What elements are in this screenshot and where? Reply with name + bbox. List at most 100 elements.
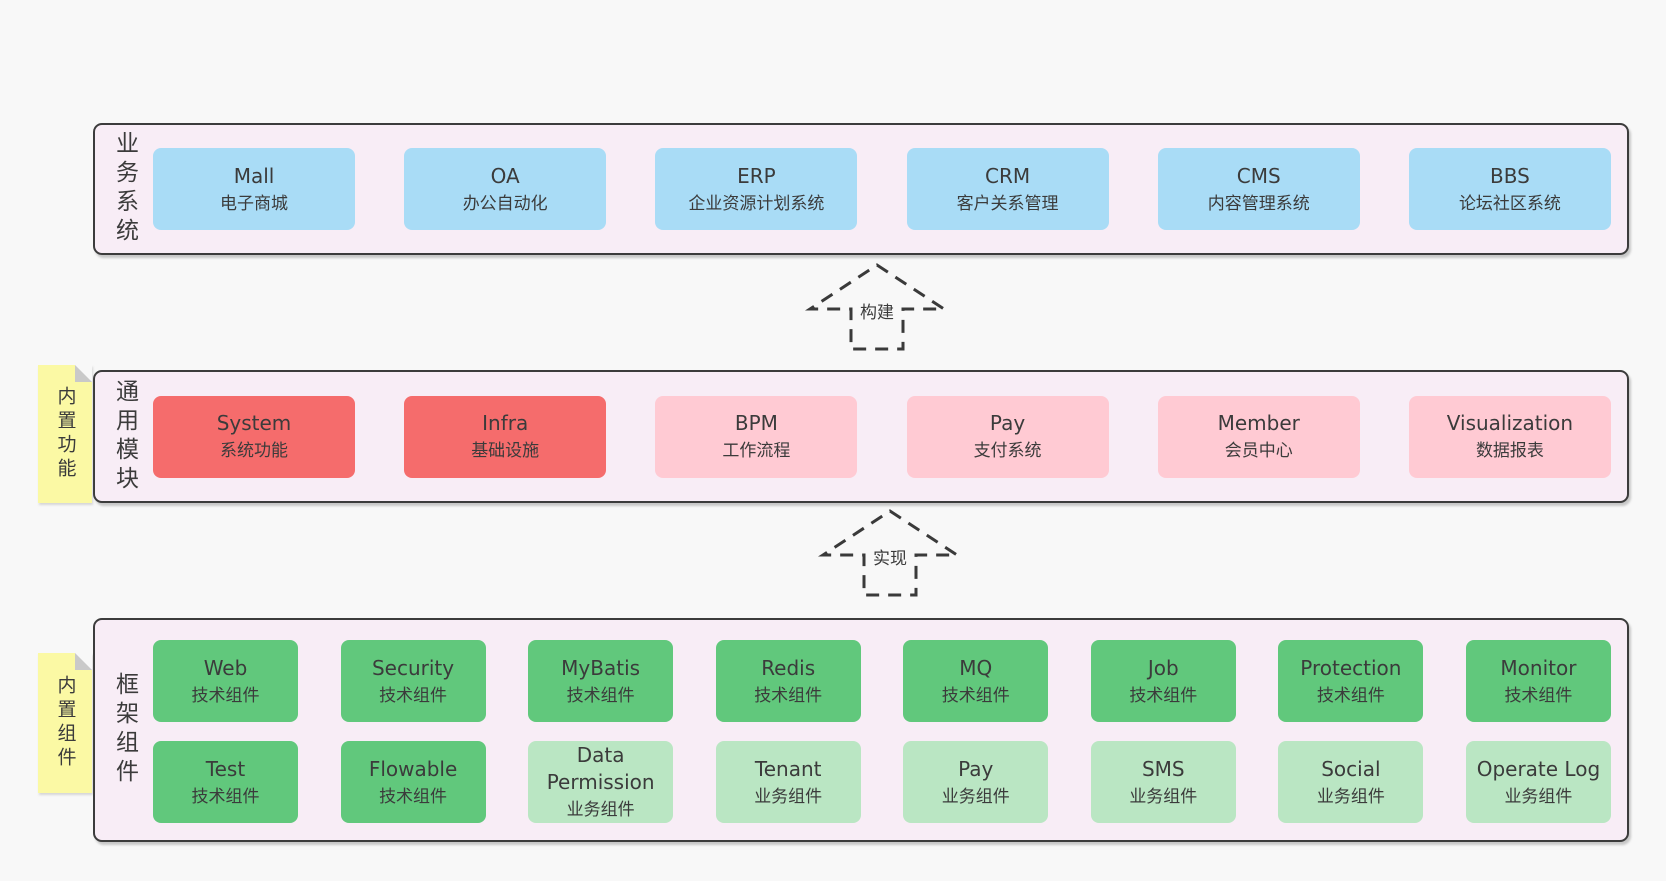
box-subtitle: 技术组件: [566, 685, 635, 706]
box-title: System: [216, 411, 292, 436]
box-title: SMS: [1141, 756, 1185, 781]
box-security: Security 技术组件: [340, 640, 486, 722]
box-title: Member: [1217, 411, 1300, 436]
box-title: Data Permission: [546, 743, 655, 795]
box-subtitle: 技术组件: [191, 786, 260, 807]
box-subtitle: 论坛社区系统: [1458, 193, 1561, 214]
box-title: Pay: [989, 411, 1026, 436]
box-title: Job: [1147, 655, 1179, 680]
box-subtitle: 技术组件: [379, 685, 448, 706]
box-pay-component: Pay 业务组件: [903, 741, 1049, 823]
box-infra: Infra 基础设施: [404, 395, 607, 478]
box-title: CMS: [1236, 163, 1281, 188]
build-arrow: 构建: [802, 261, 952, 353]
box-subtitle: 业务组件: [566, 800, 635, 821]
box-bbs: BBS 论坛社区系统: [1408, 148, 1611, 230]
box-title: Operate Log: [1476, 756, 1601, 781]
framework-components-layer: 框架组件 Web 技术组件 Security 技术组件 MyBatis 技术组件…: [93, 618, 1629, 842]
box-subtitle: 基础设施: [471, 441, 540, 462]
box-subtitle: 会员中心: [1224, 441, 1293, 462]
box-subtitle: 技术组件: [1504, 685, 1573, 706]
sticky-note-built-in-components: 内置组件: [38, 653, 92, 793]
layer-label-modules: 通用模块: [95, 372, 153, 501]
box-flowable: Flowable 技术组件: [340, 741, 486, 823]
sticky-note-built-in-functions: 内置功能: [38, 365, 92, 503]
layer-label-text: 框架组件: [111, 672, 138, 788]
box-title: BBS: [1490, 163, 1530, 188]
box-title: CRM: [985, 163, 1031, 188]
box-job: Job 技术组件: [1090, 640, 1236, 722]
box-pay-module: Pay 支付系统: [906, 395, 1109, 478]
box-sms: SMS 业务组件: [1090, 741, 1236, 823]
box-mq: MQ 技术组件: [903, 640, 1049, 722]
box-bpm: BPM 工作流程: [655, 395, 858, 478]
box-data-permission: Data Permission 业务组件: [528, 741, 674, 823]
box-subtitle: 工作流程: [722, 441, 791, 462]
box-subtitle: 内容管理系统: [1207, 193, 1310, 214]
box-cms: CMS 内容管理系统: [1157, 148, 1360, 230]
box-mybatis: MyBatis 技术组件: [528, 640, 674, 722]
box-member: Member 会员中心: [1157, 395, 1360, 478]
box-subtitle: 技术组件: [754, 685, 823, 706]
box-subtitle: 技术组件: [1316, 685, 1385, 706]
box-title: ERP: [737, 163, 776, 188]
box-subtitle: 技术组件: [379, 786, 448, 807]
dashed-up-arrow-icon: [804, 263, 950, 351]
dashed-up-arrow-icon: [817, 509, 963, 597]
box-title: Redis: [761, 655, 816, 680]
layer-label-text: 通用模块: [111, 378, 138, 495]
box-title: Test: [205, 756, 246, 781]
box-subtitle: 支付系统: [973, 441, 1042, 462]
box-visualization: Visualization 数据报表: [1408, 395, 1611, 478]
box-subtitle: 业务组件: [1504, 786, 1573, 807]
box-test: Test 技术组件: [153, 741, 298, 823]
sticky-note-text: 内置组件: [54, 675, 77, 771]
box-mall: Mall 电子商城: [153, 148, 355, 230]
box-subtitle: 电子商城: [220, 193, 288, 214]
box-subtitle: 数据报表: [1475, 441, 1544, 462]
box-title: Visualization: [1446, 411, 1574, 436]
box-subtitle: 客户关系管理: [956, 193, 1059, 214]
box-subtitle: 系统功能: [220, 441, 288, 462]
box-social: Social 业务组件: [1278, 741, 1424, 823]
box-subtitle: 办公自动化: [462, 193, 548, 214]
implement-arrow-label: 实现: [868, 543, 912, 570]
box-title: Pay: [958, 756, 994, 781]
components-grid: Web 技术组件 Security 技术组件 MyBatis 技术组件 Redi…: [153, 620, 1627, 840]
box-title: Flowable: [368, 756, 458, 781]
layer-label-components: 框架组件: [95, 620, 153, 840]
build-arrow-label: 构建: [855, 297, 899, 324]
box-subtitle: 业务组件: [941, 786, 1010, 807]
box-subtitle: 技术组件: [941, 685, 1010, 706]
box-subtitle: 业务组件: [1316, 786, 1385, 807]
box-title: Infra: [482, 411, 529, 436]
business-boxes-row: Mall 电子商城 OA 办公自动化 ERP 企业资源计划系统 CRM 客户关系…: [153, 125, 1627, 253]
box-title: Mall: [233, 163, 275, 188]
box-subtitle: 业务组件: [1129, 786, 1198, 807]
common-modules-layer: 通用模块 System 系统功能 Infra 基础设施 BPM 工作流程 Pay…: [93, 370, 1629, 503]
box-crm: CRM 客户关系管理: [906, 148, 1109, 230]
layer-label-business: 业务系统: [95, 125, 153, 253]
business-systems-layer: 业务系统 Mall 电子商城 OA 办公自动化 ERP 企业资源计划系统 CRM…: [93, 123, 1629, 255]
box-title: MQ: [959, 655, 993, 680]
implement-arrow: 实现: [815, 507, 965, 599]
box-title: Monitor: [1500, 655, 1577, 680]
box-protection: Protection 技术组件: [1278, 640, 1424, 722]
box-redis: Redis 技术组件: [715, 640, 861, 722]
box-title: Security: [371, 655, 455, 680]
box-system: System 系统功能: [153, 395, 355, 478]
box-title: Tenant: [754, 756, 822, 781]
box-erp: ERP 企业资源计划系统: [655, 148, 858, 230]
sticky-note-text: 内置功能: [54, 386, 77, 482]
box-title: Protection: [1300, 655, 1402, 680]
box-title: BPM: [734, 411, 778, 436]
box-subtitle: 业务组件: [754, 786, 823, 807]
box-title: OA: [490, 163, 520, 188]
components-row-1: Web 技术组件 Security 技术组件 MyBatis 技术组件 Redi…: [153, 640, 1611, 722]
box-title: Web: [203, 655, 248, 680]
box-title: MyBatis: [561, 655, 641, 680]
box-title: Social: [1321, 756, 1381, 781]
modules-boxes-row: System 系统功能 Infra 基础设施 BPM 工作流程 Pay 支付系统…: [153, 372, 1627, 501]
box-web: Web 技术组件: [153, 640, 298, 722]
